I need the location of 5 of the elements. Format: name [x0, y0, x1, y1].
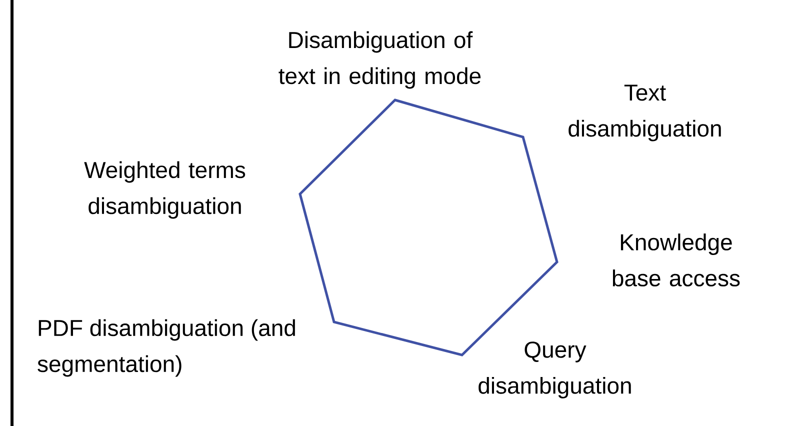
vertex-label: Text disambiguation	[568, 84, 721, 142]
vertex-label: Knowledge base access	[612, 234, 740, 286]
vertex-label: Query disambiguation	[478, 342, 631, 398]
vertex-label: Weighted terms disambiguation	[84, 161, 246, 219]
vertex-label: PDF disambiguation (and segmentation)	[38, 319, 295, 377]
